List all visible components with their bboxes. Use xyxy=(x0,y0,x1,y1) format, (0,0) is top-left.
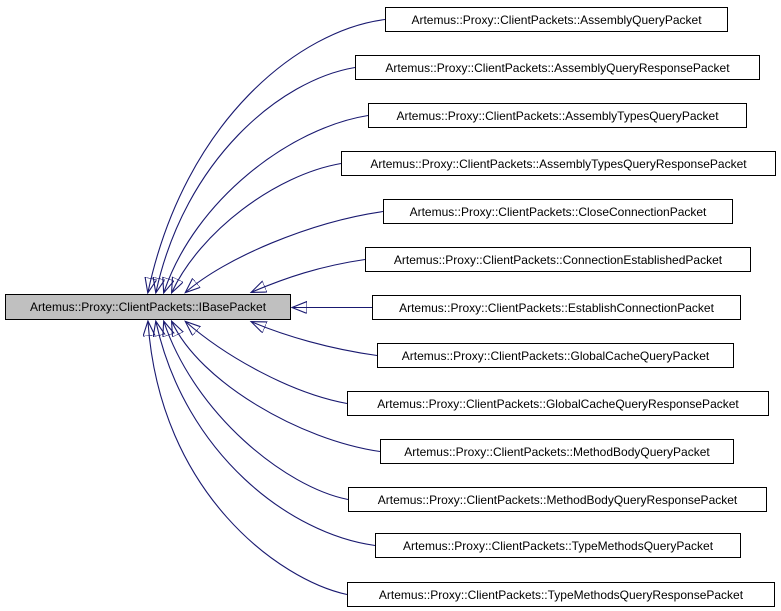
node-label: Artemus::Proxy::ClientPackets::CloseConn… xyxy=(409,204,707,219)
inheritance-edge-10 xyxy=(172,322,381,453)
node-method-body-query-packet[interactable]: Artemus::Proxy::ClientPackets::MethodBod… xyxy=(380,439,734,464)
node-method-body-query-response-packet[interactable]: Artemus::Proxy::ClientPackets::MethodBod… xyxy=(348,487,767,512)
node-assembly-types-query-packet[interactable]: Artemus::Proxy::ClientPackets::AssemblyT… xyxy=(368,103,747,128)
node-label: Artemus::Proxy::ClientPackets::GlobalCac… xyxy=(401,348,710,363)
node-label: Artemus::Proxy::ClientPackets::AssemblyQ… xyxy=(385,60,730,75)
node-ibasepacket: Artemus::Proxy::ClientPackets::IBasePack… xyxy=(5,294,291,320)
node-label: Artemus::Proxy::ClientPackets::TypeMetho… xyxy=(378,587,744,602)
node-label: Artemus::Proxy::ClientPackets::AssemblyT… xyxy=(396,108,719,123)
node-label: Artemus::Proxy::ClientPackets::Establish… xyxy=(399,300,714,315)
node-label: Artemus::Proxy::ClientPackets::AssemblyQ… xyxy=(411,12,702,27)
node-label: Artemus::Proxy::ClientPackets::GlobalCac… xyxy=(377,396,739,411)
node-label: Artemus::Proxy::ClientPackets::Connectio… xyxy=(393,252,723,267)
node-label: Artemus::Proxy::ClientPackets::MethodBod… xyxy=(404,444,710,459)
node-type-methods-query-packet[interactable]: Artemus::Proxy::ClientPackets::TypeMetho… xyxy=(375,533,741,558)
node-assembly-query-response-packet[interactable]: Artemus::Proxy::ClientPackets::AssemblyQ… xyxy=(355,55,760,80)
node-label: Artemus::Proxy::ClientPackets::IBasePack… xyxy=(29,300,267,314)
inheritance-edge-9 xyxy=(186,322,348,405)
inheritance-edge-3 xyxy=(164,114,369,293)
inheritance-edge-6 xyxy=(252,258,366,293)
inheritance-edge-11 xyxy=(164,322,349,501)
inheritance-edge-8 xyxy=(252,322,378,357)
inheritance-edge-4 xyxy=(172,162,342,293)
node-label: Artemus::Proxy::ClientPackets::TypeMetho… xyxy=(402,538,714,553)
inheritance-edge-13 xyxy=(148,322,348,596)
node-global-cache-query-response-packet[interactable]: Artemus::Proxy::ClientPackets::GlobalCac… xyxy=(347,391,769,416)
node-connection-established-packet[interactable]: Artemus::Proxy::ClientPackets::Connectio… xyxy=(365,247,751,272)
node-establish-connection-packet[interactable]: Artemus::Proxy::ClientPackets::Establish… xyxy=(372,295,741,320)
node-label: Artemus::Proxy::ClientPackets::AssemblyT… xyxy=(370,156,747,171)
inheritance-edge-5 xyxy=(186,210,384,293)
node-label: Artemus::Proxy::ClientPackets::MethodBod… xyxy=(377,492,738,507)
node-type-methods-query-response-packet[interactable]: Artemus::Proxy::ClientPackets::TypeMetho… xyxy=(347,582,775,607)
inheritance-edge-12 xyxy=(156,322,376,547)
node-assembly-types-query-response-packet[interactable]: Artemus::Proxy::ClientPackets::AssemblyT… xyxy=(341,151,776,176)
node-assembly-query-packet[interactable]: Artemus::Proxy::ClientPackets::AssemblyQ… xyxy=(385,7,728,32)
node-close-connection-packet[interactable]: Artemus::Proxy::ClientPackets::CloseConn… xyxy=(383,199,733,224)
node-global-cache-query-packet[interactable]: Artemus::Proxy::ClientPackets::GlobalCac… xyxy=(377,343,734,368)
inheritance-edge-2 xyxy=(156,66,356,293)
